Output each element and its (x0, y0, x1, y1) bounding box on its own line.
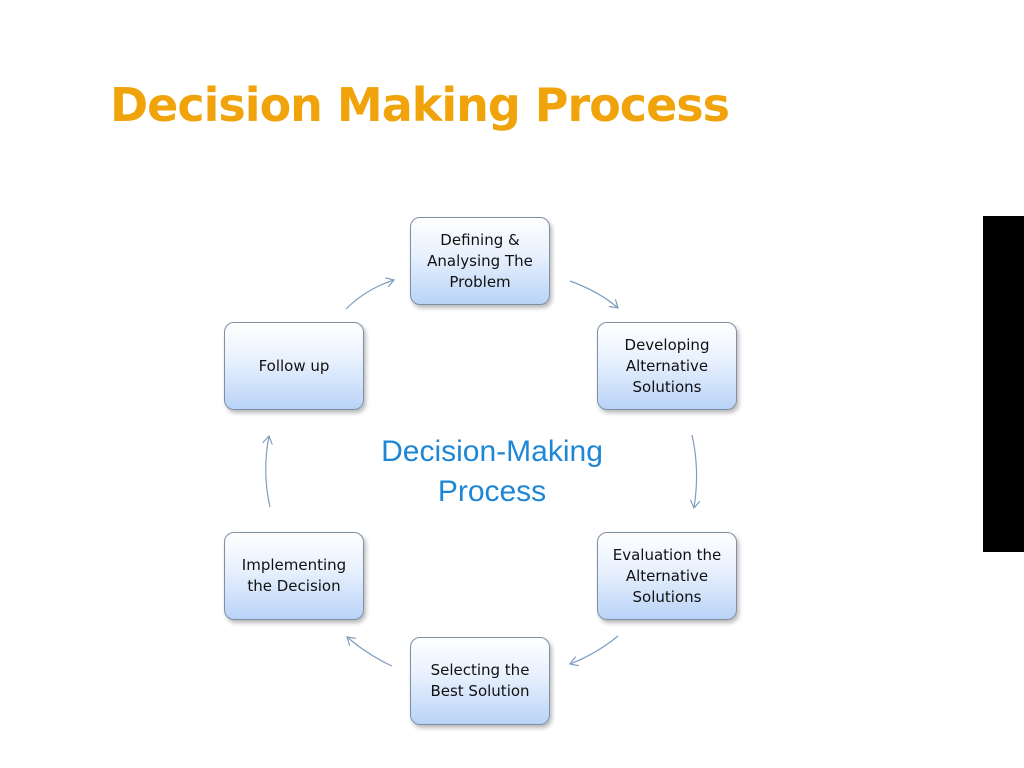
arrow-3-to-4 (570, 635, 619, 664)
step-label: Defining & Analysing The Problem (427, 230, 533, 291)
arrow-1-to-2 (569, 280, 618, 308)
step-label: Developing Alternative Solutions (624, 335, 710, 396)
side-black-bar (983, 216, 1024, 552)
step-label: Implementing the Decision (241, 556, 347, 595)
arrow-5-to-6 (266, 436, 270, 508)
slide-title: Decision Making Process (110, 78, 730, 132)
step-label: Selecting the Best Solution (430, 661, 530, 700)
step-label: Follow up (258, 356, 330, 375)
step-label: Evaluation the Alternative Solutions (612, 545, 722, 606)
arrow-4-to-5 (347, 637, 393, 667)
step-evaluation-alternatives: Evaluation the Alternative Solutions (597, 532, 737, 620)
arrow-2-to-3 (692, 434, 697, 508)
step-implementing-decision: Implementing the Decision (224, 532, 364, 620)
arrow-6-to-1 (345, 280, 394, 310)
step-developing-alternatives: Developing Alternative Solutions (597, 322, 737, 410)
step-selecting-best-solution: Selecting the Best Solution (410, 637, 550, 725)
step-defining-problem: Defining & Analysing The Problem (410, 217, 550, 305)
diagram-center-label: Decision-Making Process (381, 435, 603, 508)
step-follow-up: Follow up (224, 322, 364, 410)
